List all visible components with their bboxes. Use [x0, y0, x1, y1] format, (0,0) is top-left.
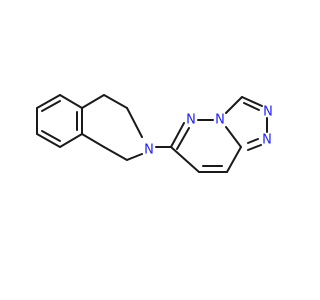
atom-label-nitrogen: N [215, 113, 225, 128]
bond [59, 133, 83, 148]
bond-double-inner [41, 130, 61, 142]
bond-double-inner [243, 102, 260, 111]
bond [241, 96, 263, 107]
bond [226, 146, 242, 173]
atom-label-nitrogen: N [144, 143, 154, 158]
bond-layer [36, 94, 268, 173]
molecule-diagram: N N N N N [36, 94, 273, 173]
bond [81, 133, 105, 148]
bond-double-inner [41, 100, 61, 112]
atom-label-nitrogen: N [262, 133, 272, 148]
bond [103, 94, 128, 109]
bond-double-inner [176, 127, 190, 150]
bond [103, 146, 128, 161]
bond [59, 94, 83, 109]
atom-label-layer: N N N N N [144, 105, 273, 158]
atom-label-nitrogen: N [186, 113, 196, 128]
bond [81, 94, 105, 109]
bond [225, 126, 242, 148]
bond-double-inner [247, 138, 259, 144]
bond [170, 122, 185, 148]
bond [126, 153, 143, 161]
bond [225, 96, 243, 114]
bond [36, 133, 61, 148]
bond [36, 94, 61, 109]
bond [247, 144, 262, 151]
atom-label-nitrogen: N [263, 105, 273, 120]
bond [170, 146, 200, 173]
bond [126, 107, 143, 138]
